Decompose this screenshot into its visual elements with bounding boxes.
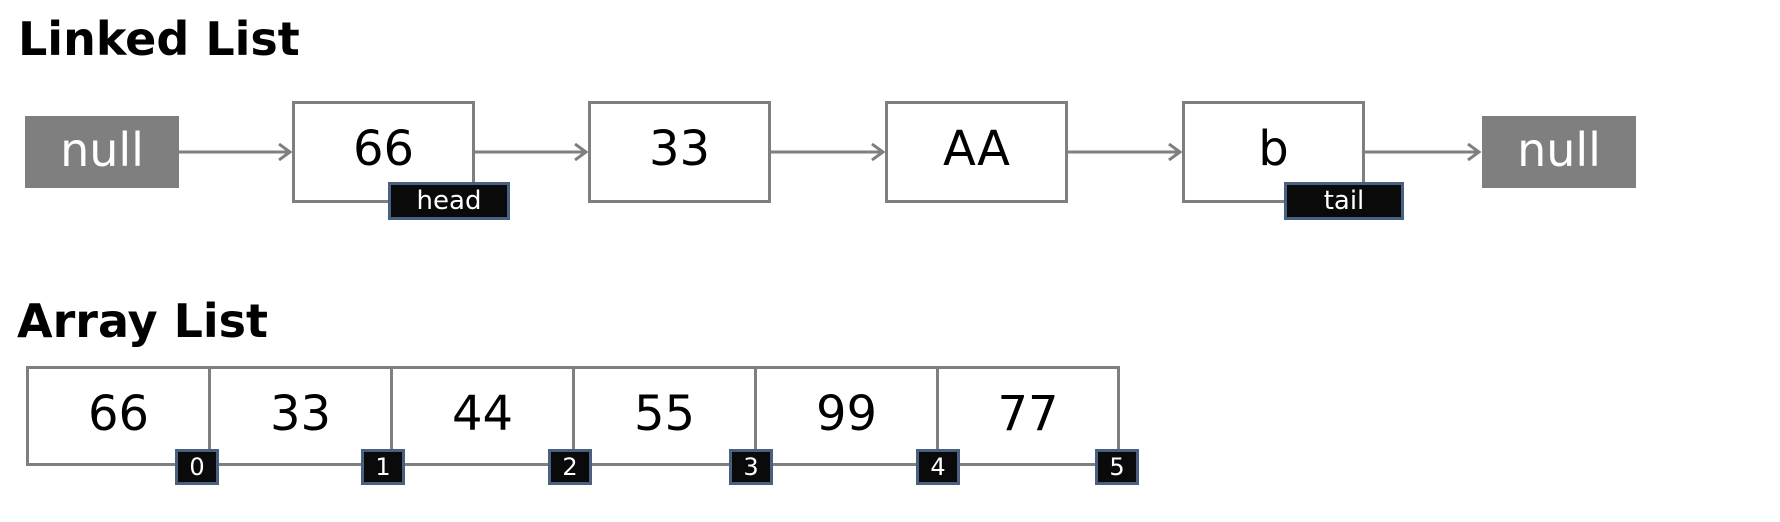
array-cell: 44 <box>393 369 575 463</box>
linked-list-node: 33 <box>588 101 771 203</box>
array-cell: 99 <box>757 369 939 463</box>
array-list-title: Array List <box>17 294 269 348</box>
linked-list-node: b <box>1182 101 1365 203</box>
tail-pointer-label: tail <box>1284 182 1404 220</box>
linked-list-node: AA <box>885 101 1068 203</box>
null-box-left: null <box>25 116 179 188</box>
array-index-label: 4 <box>916 449 960 485</box>
linked-list-title: Linked List <box>18 12 300 66</box>
array-index-label: 2 <box>548 449 592 485</box>
array-cell: 33 <box>211 369 393 463</box>
array-cell: 55 <box>575 369 757 463</box>
array-index-label: 5 <box>1095 449 1139 485</box>
head-pointer-label: head <box>388 182 510 220</box>
null-box-right: null <box>1482 116 1636 188</box>
array-cell: 77 <box>997 386 1059 442</box>
array-cell: 66 <box>29 369 211 463</box>
array-index-label: 3 <box>729 449 773 485</box>
array-index-label: 0 <box>175 449 219 485</box>
array-index-label: 1 <box>361 449 405 485</box>
